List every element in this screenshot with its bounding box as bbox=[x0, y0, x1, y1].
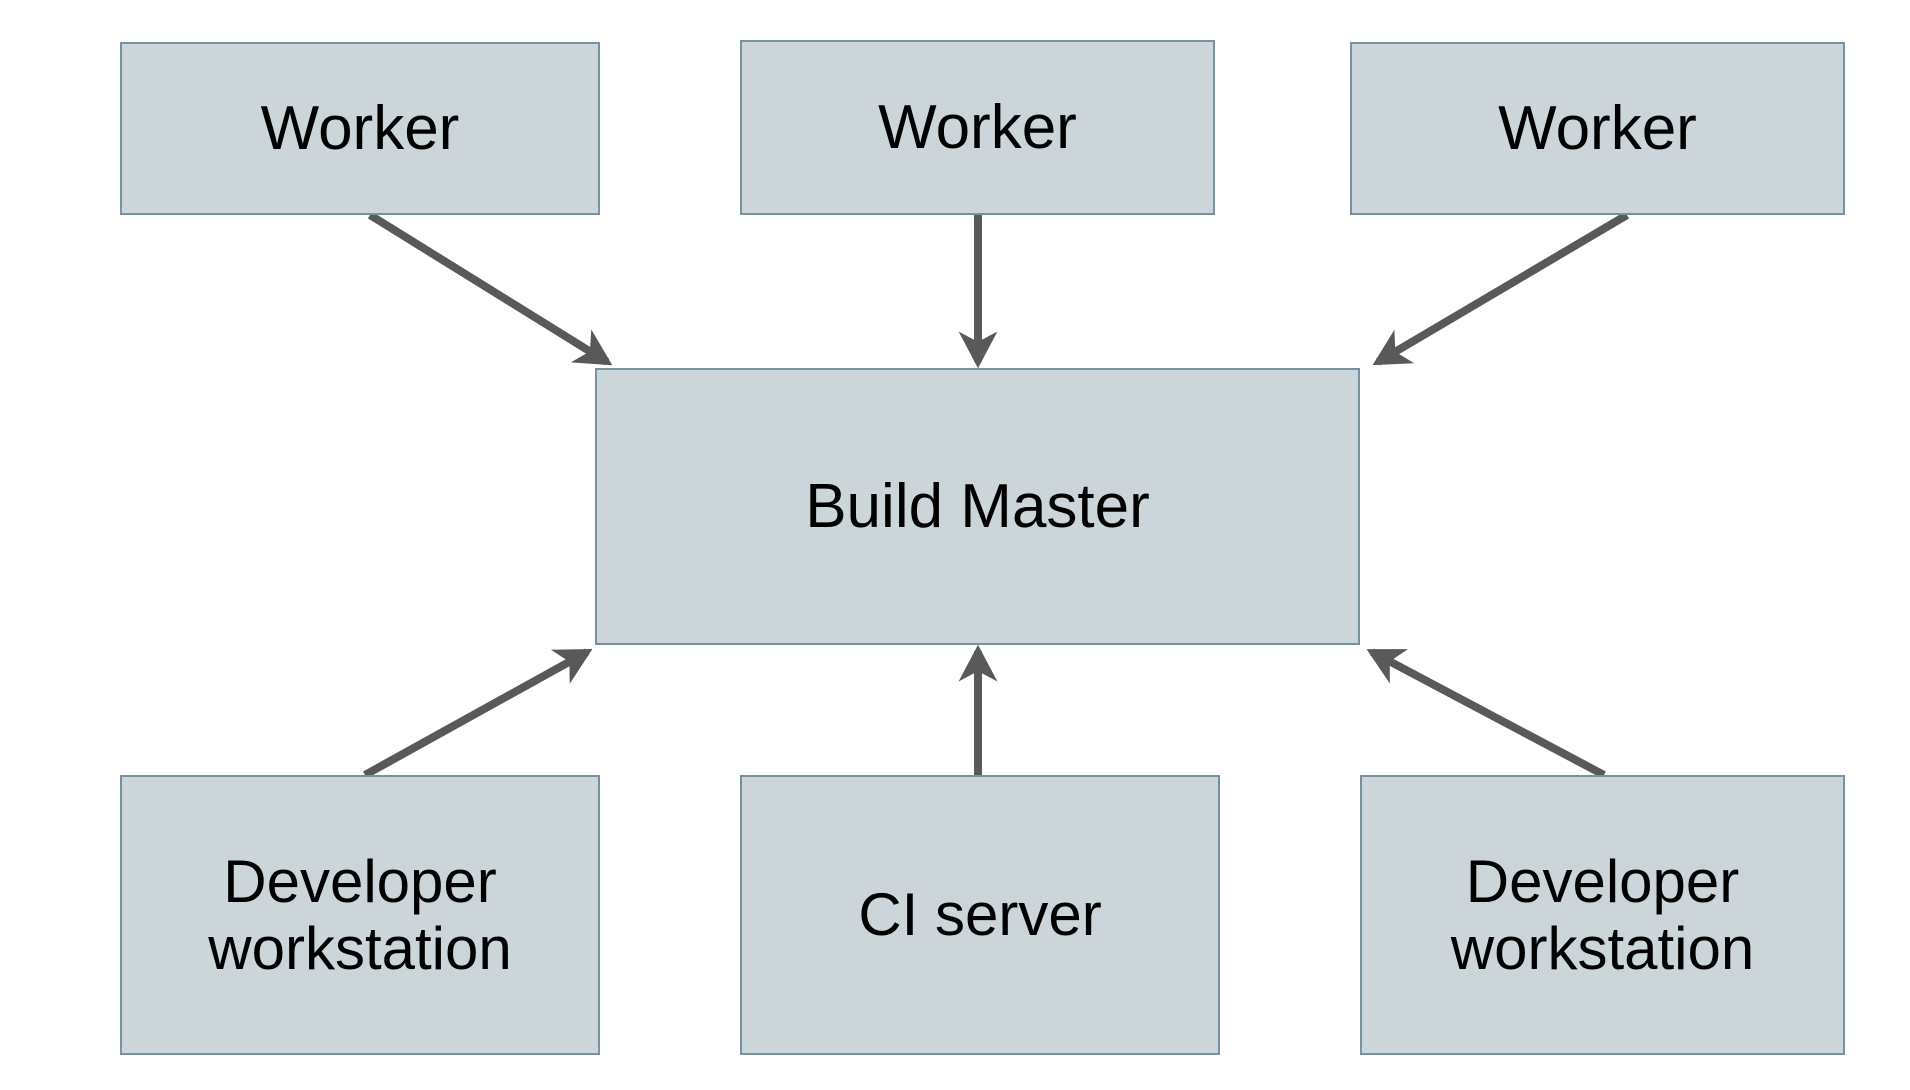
node-build-master-label: Build Master bbox=[805, 471, 1150, 541]
node-worker-right-label: Worker bbox=[1498, 93, 1697, 163]
node-worker-left-label: Worker bbox=[260, 93, 460, 163]
node-developer-workstation-left[interactable]: Developer workstation bbox=[120, 775, 600, 1055]
edge-dev-right-to-build-master bbox=[1366, 648, 1606, 779]
node-ci-server[interactable]: CI server bbox=[740, 775, 1220, 1055]
node-worker-mid[interactable]: Worker bbox=[740, 40, 1215, 215]
node-developer-workstation-right[interactable]: Developer workstation bbox=[1360, 775, 1845, 1055]
edge-worker-right-to-build-master bbox=[1372, 211, 1630, 366]
node-worker-mid-label: Worker bbox=[878, 92, 1077, 162]
node-worker-left[interactable]: Worker bbox=[120, 42, 600, 215]
node-developer-workstation-right-label: Developer workstation bbox=[1450, 847, 1755, 982]
node-build-master[interactable]: Build Master bbox=[595, 368, 1360, 645]
node-developer-workstation-left-label: Developer workstation bbox=[208, 847, 512, 982]
node-worker-right[interactable]: Worker bbox=[1350, 42, 1845, 215]
edge-worker-left-to-build-master bbox=[367, 211, 613, 366]
edge-dev-left-to-build-master bbox=[363, 648, 593, 779]
node-ci-server-label: CI server bbox=[858, 881, 1102, 949]
